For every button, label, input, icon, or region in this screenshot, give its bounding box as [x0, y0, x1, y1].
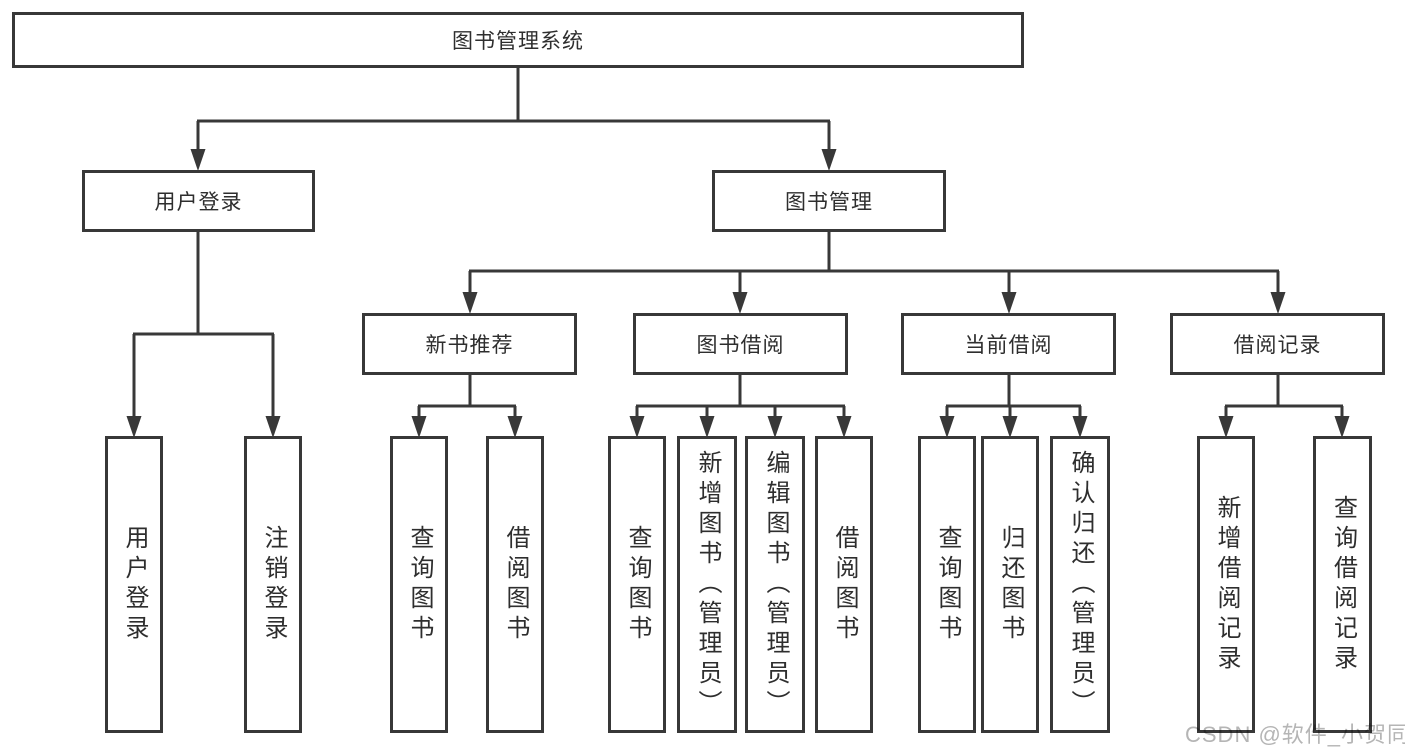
- csdn-watermark: CSDN @软件_小贺同学: [1185, 722, 1405, 747]
- node-leaf-user-login: 用户登录: [105, 436, 163, 733]
- node-label: 图书管理: [785, 191, 873, 214]
- node-book-management: 图书管理: [712, 170, 946, 232]
- node-leaf-add-borrow-record: 新增借阅记录: [1197, 436, 1255, 733]
- node-label: 查询借阅记录: [1329, 494, 1357, 675]
- node-label: 新书推荐: [425, 334, 514, 357]
- node-label: 新增图书（管理员）: [694, 449, 721, 720]
- node-new-book-recommend: 新书推荐: [362, 313, 577, 375]
- node-label: 借阅记录: [1233, 334, 1322, 357]
- node-leaf-query-books-3: 查询图书: [918, 436, 976, 733]
- node-leaf-borrow-books-2: 借阅图书: [815, 436, 873, 733]
- node-leaf-query-books-1: 查询图书: [390, 436, 448, 733]
- node-label: 查询图书: [406, 524, 433, 645]
- node-leaf-query-borrow-record: 查询借阅记录: [1313, 436, 1372, 733]
- node-leaf-borrow-books-1: 借阅图书: [486, 436, 544, 733]
- node-leaf-edit-book-admin: 编辑图书（管理员）: [745, 436, 805, 733]
- node-label: 编辑图书（管理员）: [762, 449, 789, 720]
- node-user-login: 用户登录: [82, 170, 315, 232]
- node-label: 确认归还（管理员）: [1067, 449, 1094, 720]
- node-label: 借阅图书: [831, 524, 858, 645]
- node-leaf-confirm-return-admin: 确认归还（管理员）: [1050, 436, 1110, 733]
- node-label: 用户登录: [154, 191, 243, 214]
- node-label: 用户登录: [121, 524, 148, 645]
- node-library-management-system: 图书管理系统: [12, 12, 1024, 68]
- node-label: 新增借阅记录: [1213, 494, 1240, 675]
- node-book-borrow: 图书借阅: [633, 313, 848, 375]
- node-label: 图书借阅: [696, 334, 785, 357]
- node-leaf-return-book: 归还图书: [981, 436, 1039, 733]
- node-label: 当前借阅: [964, 334, 1053, 357]
- node-label: 查询图书: [934, 524, 961, 645]
- node-label: 图书管理系统: [452, 30, 584, 53]
- node-leaf-logout: 注销登录: [244, 436, 302, 733]
- node-label: 借阅图书: [502, 524, 529, 645]
- node-label: 注销登录: [260, 524, 287, 645]
- node-leaf-add-book-admin: 新增图书（管理员）: [677, 436, 737, 733]
- node-label: 查询图书: [624, 524, 651, 645]
- node-leaf-query-books-2: 查询图书: [608, 436, 666, 733]
- node-current-borrow: 当前借阅: [901, 313, 1116, 375]
- node-borrow-records: 借阅记录: [1170, 313, 1385, 375]
- node-label: 归还图书: [997, 524, 1024, 645]
